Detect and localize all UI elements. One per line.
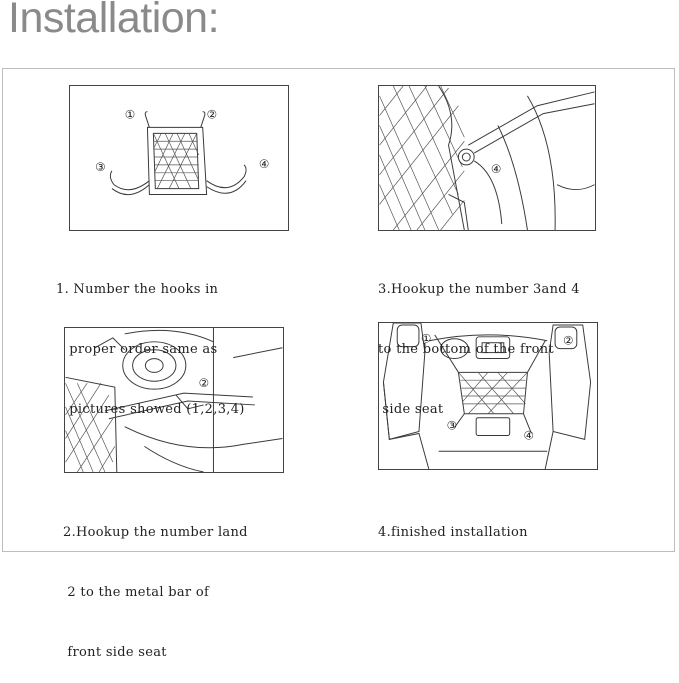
step-2-caption: 2.Hookup the number land 2 to the metal …: [63, 483, 248, 683]
caption-line: proper order same as: [56, 342, 218, 357]
caption-line: 2 to the metal bar of: [63, 585, 210, 600]
step-1-caption: 1. Number the hooks in proper order same…: [56, 240, 245, 440]
step-2-illustration: ②: [64, 327, 284, 473]
hook-marker-1: ①: [125, 108, 136, 122]
hook-marker-4: ④: [524, 428, 535, 442]
hook-marker-4: ④: [491, 162, 502, 176]
caption-line: to the bottom of the front: [378, 342, 554, 357]
caption-line: 4.finished installation: [378, 525, 528, 540]
instructions-frame: [2, 68, 675, 552]
caption-line: 1. Number the hooks in: [56, 282, 219, 297]
step-1-illustration: ① ② ③ ④: [69, 85, 289, 231]
step-3-illustration: ④: [378, 85, 596, 231]
hook-marker-2: ②: [199, 376, 210, 390]
step-3-caption: 3.Hookup the number 3and 4 to the bottom…: [378, 240, 580, 440]
caption-line: 3.Hookup the number 3and 4: [378, 282, 580, 297]
hook-marker-1: ①: [421, 332, 432, 346]
seat-bottom-hook-icon: [379, 86, 595, 230]
caption-line: pictures showed (1,2,3,4): [56, 402, 245, 417]
car-interior-icon: [382, 323, 592, 469]
step-4-illustration: ① ② ③ ④: [378, 322, 598, 470]
caption-line: side seat: [378, 402, 444, 417]
steering-wheel-icon: [122, 329, 214, 390]
caption-line: 2.Hookup the number land: [63, 525, 248, 540]
hook-marker-3: ③: [447, 419, 458, 433]
hook-marker-2: ②: [207, 108, 218, 122]
cargo-net-icon: [109, 111, 247, 195]
seat-bar-hook-icon: [65, 328, 283, 472]
page-title: Installation:: [8, 0, 220, 42]
caption-line: front side seat: [63, 645, 167, 660]
hook-marker-2: ②: [563, 334, 574, 348]
hook-marker-3: ③: [95, 160, 106, 174]
hook-marker-4: ④: [259, 157, 270, 171]
step-4-caption: 4.finished installation: [378, 483, 528, 563]
